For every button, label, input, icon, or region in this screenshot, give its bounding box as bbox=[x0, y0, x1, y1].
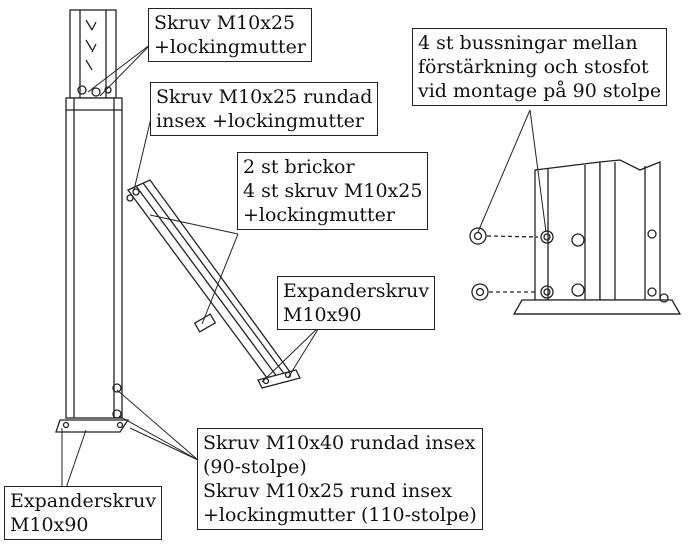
leader-lines bbox=[61, 43, 547, 489]
label-line: Skruv M10x25 bbox=[154, 12, 296, 34]
label-line: +lockingmutter bbox=[154, 36, 306, 58]
label-line: M10x90 bbox=[10, 514, 89, 536]
label-expander-right: Expanderskruv M10x90 bbox=[277, 276, 436, 330]
label-line: 4 st skruv M10x25 bbox=[243, 180, 423, 202]
main-post bbox=[55, 9, 130, 433]
label-line: insex +lockingmutter bbox=[156, 110, 364, 132]
label-line: Expanderskruv bbox=[283, 280, 430, 302]
label-line: vid montage på 90 stolpe bbox=[418, 80, 662, 102]
label-line: Skruv M10x40 rundad insex bbox=[203, 432, 476, 454]
label-expander-left: Expanderskruv M10x90 bbox=[4, 486, 163, 540]
label-line: Skruv M10x25 rundad bbox=[156, 86, 373, 108]
label-base-screws: Skruv M10x40 rundad insex (90-stolpe) Sk… bbox=[197, 428, 483, 530]
diagonal-strut bbox=[126, 179, 301, 389]
label-line: 2 st brickor bbox=[243, 156, 355, 178]
label-bushings: 4 st bussningar mellan förstärkning och … bbox=[412, 28, 668, 106]
label-top-screw: Skruv M10x25 +lockingmutter bbox=[148, 8, 312, 62]
label-line: förstärkning och stosfot bbox=[418, 56, 649, 78]
label-line: 4 st bussningar mellan bbox=[418, 32, 638, 54]
label-washers: 2 st brickor 4 st skruv M10x25 +lockingm… bbox=[237, 152, 429, 230]
bushing-detail-view bbox=[469, 159, 682, 315]
label-line: M10x90 bbox=[283, 304, 362, 326]
label-line: +lockingmutter bbox=[243, 204, 395, 226]
label-line: Skruv M10x25 rund insex bbox=[203, 480, 452, 502]
label-line: (90-stolpe) bbox=[203, 456, 307, 478]
label-rounded-screw: Skruv M10x25 rundad insex +lockingmutter bbox=[150, 82, 379, 136]
label-line: Expanderskruv bbox=[10, 490, 157, 512]
label-line: +lockingmutter (110-stolpe) bbox=[203, 504, 477, 526]
